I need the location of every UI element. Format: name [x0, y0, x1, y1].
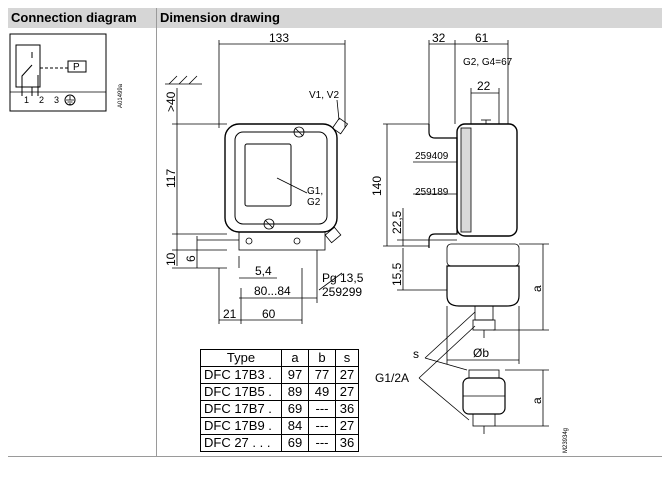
dim-a-lower: a — [530, 397, 544, 404]
bottom-rule — [8, 456, 662, 457]
terminal-1: 1 — [24, 95, 29, 105]
s-label: s — [413, 347, 419, 361]
dim-22-top: 22 — [477, 79, 491, 93]
dim-133: 133 — [269, 31, 289, 45]
dim-b: Øb — [473, 346, 489, 360]
p-box — [67, 60, 87, 73]
connection-diagram-header: Connection diagram — [8, 8, 156, 28]
table-row: DFC 17B3 . 97 77 27 — [200, 366, 359, 384]
connection-diagram: P 1 2 3 A01499a — [9, 33, 124, 112]
connection-ref: A01499a — [118, 83, 124, 108]
dim-80-84: 80...84 — [254, 284, 291, 298]
table-row: DFC 17B7 . 69 --- 36 — [200, 400, 359, 418]
table-row: DFC 17B9 . 84 --- 27 — [200, 417, 359, 435]
dimension-drawing: 133 32 61 22 5,4 80...84 Pg 13,5 259299 … — [164, 31, 569, 453]
dim-140: 140 — [370, 176, 384, 196]
dim-22-5: 22,5 — [390, 210, 404, 234]
switch-contact — [21, 52, 39, 87]
dim-21: 21 — [223, 307, 237, 321]
table-row: DFC 27 . . . 69 --- 36 — [200, 434, 359, 452]
part-259409: 259409 — [415, 151, 449, 162]
column-divider — [156, 8, 157, 456]
thread-label: G1/2A — [375, 371, 409, 385]
g1-label: G1, — [307, 186, 323, 197]
terminal-3: 3 — [54, 95, 59, 105]
dim-10: 10 — [164, 252, 178, 266]
v-label: V1, V2 — [309, 90, 339, 101]
type-table: Type a b s DFC 17B3 . 97 77 27 DFC 17B5 … — [200, 349, 359, 452]
drawing-ref: M23934g — [563, 428, 569, 453]
dim-60: 60 — [262, 307, 276, 321]
dim-5-4: 5,4 — [255, 264, 272, 278]
dim-117: 117 — [164, 169, 178, 188]
dim-32: 32 — [432, 31, 446, 45]
dimension-drawing-header: Dimension drawing — [157, 8, 662, 28]
ground-icon — [64, 94, 76, 106]
terminal-2: 2 — [39, 95, 44, 105]
col-b: b — [308, 349, 336, 367]
dim-a-upper: a — [530, 285, 544, 292]
g2-label: G2 — [307, 197, 321, 208]
p-label: P — [73, 62, 80, 73]
dim-61: 61 — [475, 31, 489, 45]
dim-40: >40 — [164, 91, 178, 112]
part-259189: 259189 — [415, 187, 449, 198]
diagram-frame — [9, 33, 107, 112]
pg-label: Pg 13,5 — [322, 271, 364, 285]
table-row: DFC 17B5 . 89 49 27 — [200, 383, 359, 401]
g-note: G2, G4=67 — [463, 57, 513, 68]
col-s: s — [335, 349, 359, 367]
col-type: Type — [200, 349, 282, 367]
col-a: a — [281, 349, 309, 367]
switch-housing — [15, 44, 41, 88]
part-259299: 259299 — [322, 285, 362, 299]
table-header-row: Type a b s — [200, 349, 359, 367]
dim-15-5: 15,5 — [390, 262, 404, 286]
dim-6: 6 — [184, 255, 198, 262]
